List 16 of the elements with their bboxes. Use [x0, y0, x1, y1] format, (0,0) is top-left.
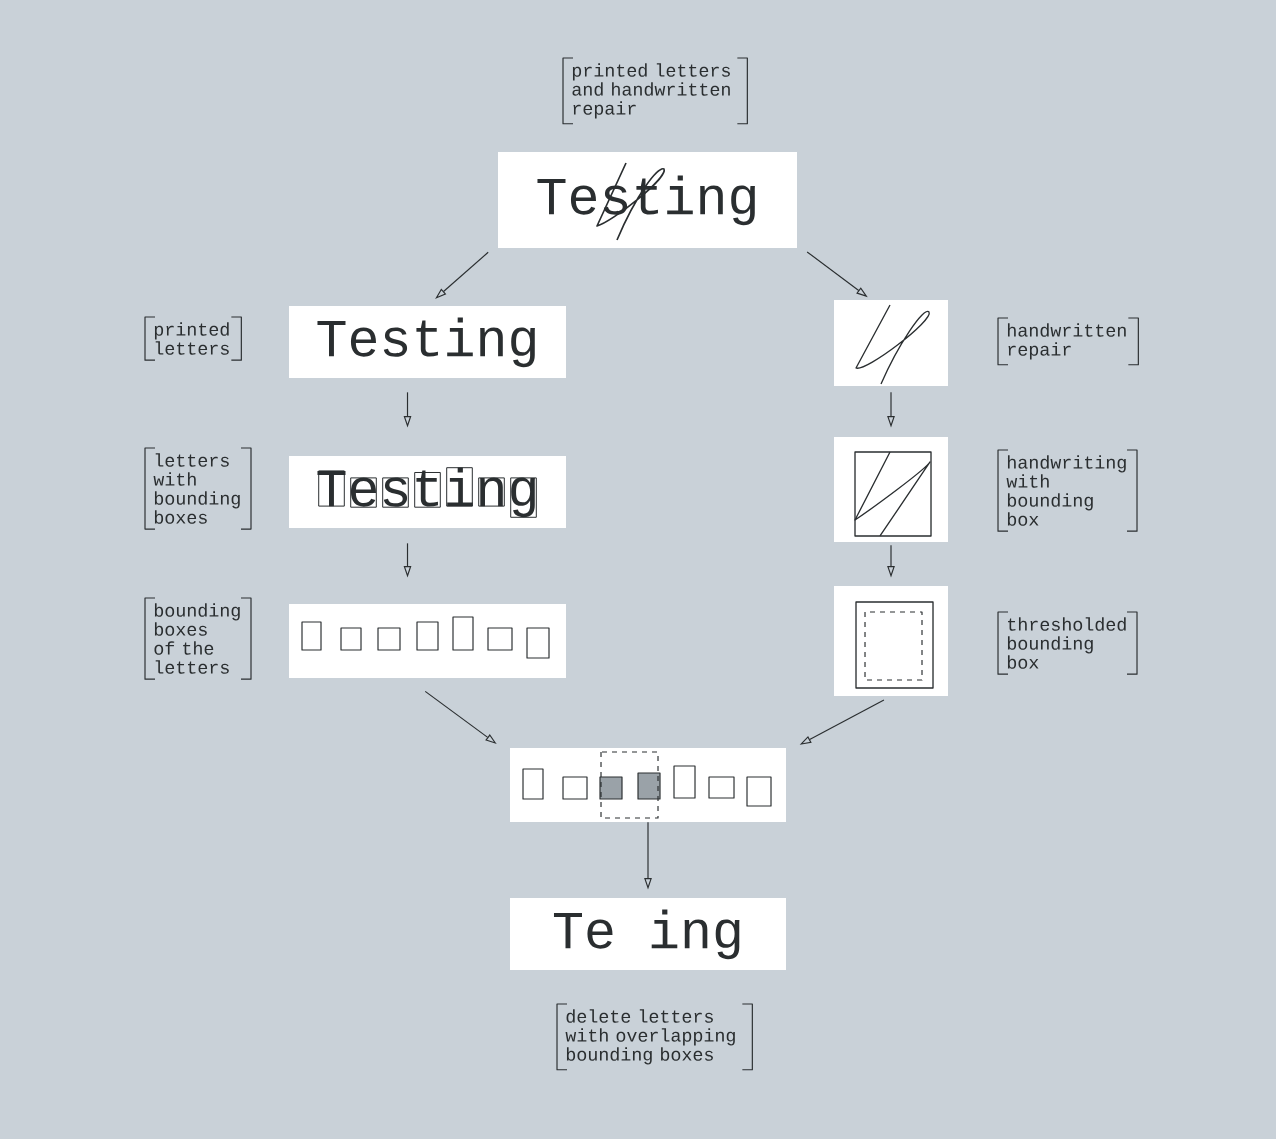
bracketed-caption: delete letters with overlapping bounding boxes: [556, 1003, 753, 1071]
image-panel: [834, 300, 948, 386]
bracketed-caption: handwriting with bounding box: [997, 449, 1138, 532]
bracketed-caption: bounding boxes of the letters: [144, 597, 252, 680]
arrow: [435, 251, 489, 299]
bracketed-caption: letters with bounding boxes: [144, 447, 252, 530]
bracketed-caption: printed letters: [144, 316, 242, 361]
text-box: Te ing: [510, 898, 786, 970]
image-panel: [834, 437, 948, 542]
image-panel: [834, 586, 948, 696]
image-panel: [510, 748, 786, 822]
text-box: Testing: [289, 306, 566, 378]
bracketed-caption: printed letters and handwritten repair: [562, 57, 748, 125]
bracketed-caption: thresholded bounding box: [997, 611, 1138, 675]
bracketed-caption: handwritten repair: [997, 317, 1139, 366]
image-panel: [289, 604, 566, 678]
